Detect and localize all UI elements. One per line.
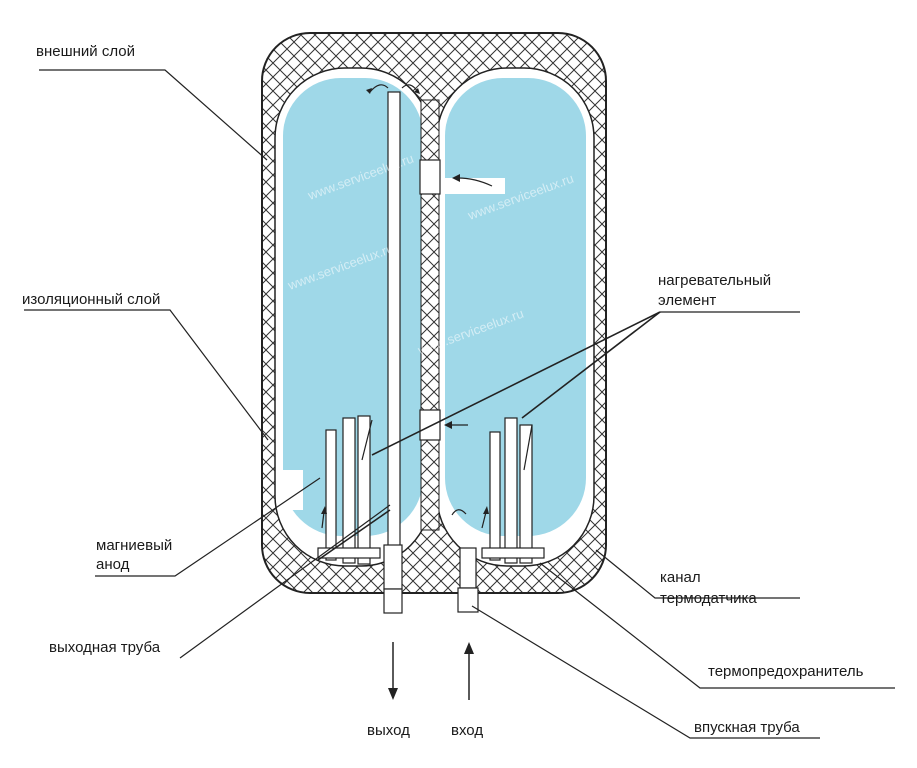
label-heating-element-2: элемент (658, 292, 717, 309)
label-outlet-pipe: выходная труба (49, 639, 161, 656)
label-outlet: выход (367, 722, 410, 739)
flow-arrows (321, 84, 493, 529)
label-magnesium-anode-1: магниевый (96, 537, 173, 554)
label-inlet: вход (451, 722, 484, 739)
label-inlet-pipe: впускная труба (694, 719, 800, 736)
label-insulation-layer: изоляционный слой (22, 291, 161, 308)
label-sensor-channel-2: термодатчика (660, 590, 757, 607)
label-magnesium-anode-2: анод (96, 556, 130, 573)
label-heating-element-1: нагревательный (658, 272, 772, 289)
outlet-arrow (388, 642, 398, 700)
right-heating-assembly (481, 417, 545, 564)
label-outer-layer: внешний слой (36, 43, 135, 60)
leader-lines (24, 69, 895, 739)
label-thermal-fuse: термопредохранитель (708, 663, 864, 680)
inlet-arrow (464, 642, 474, 700)
left-heating-assembly (317, 415, 381, 565)
inlet-tube (459, 547, 477, 589)
label-sensor-channel-1: канал (660, 569, 701, 586)
